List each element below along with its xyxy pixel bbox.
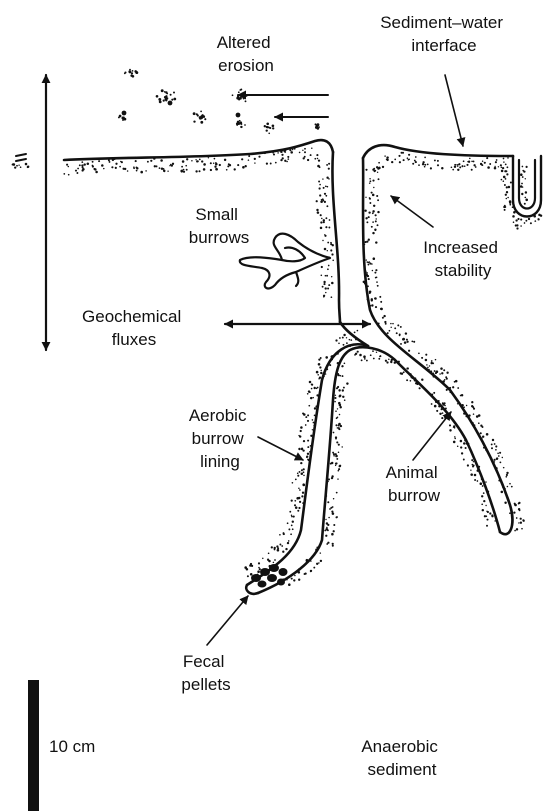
scale-label: 10 cm xyxy=(49,737,95,756)
small-burrows xyxy=(240,234,330,289)
fecal-pellets xyxy=(251,564,288,588)
shaft-left-wall xyxy=(332,152,340,322)
stability-leader-arrow xyxy=(391,196,433,227)
aerobic-burrow-lining-label: Aerobic burrow lining xyxy=(189,406,251,471)
interface-leader-arrow xyxy=(445,75,463,146)
anaerobic-sediment-label: Anaerobic sediment xyxy=(361,737,442,779)
pellet-chamber-end xyxy=(246,585,258,594)
geochemical-fluxes-label: Geochemical fluxes xyxy=(82,307,186,349)
increased-stability-label: Increased stability xyxy=(423,238,502,280)
pellets-leader-arrow xyxy=(207,596,248,645)
branch-outer-wall xyxy=(247,344,368,585)
animal-burrow-leader-arrow xyxy=(413,412,451,460)
animal-burrow-label: Animal burrow xyxy=(386,463,443,505)
scale-bar xyxy=(28,680,39,811)
fecal-pellets-label: Fecal pellets xyxy=(181,652,230,694)
erosion-particles xyxy=(118,69,320,134)
stipple-halo xyxy=(12,147,544,586)
lining-leader-arrow xyxy=(258,437,303,460)
small-burrows-label: Small burrows xyxy=(189,205,249,247)
surface-break-mark xyxy=(16,154,26,161)
altered-erosion-label: Altered erosion xyxy=(217,33,276,75)
sediment-water-interface-label: Sediment–water interface xyxy=(380,13,508,55)
branch-inner-wall xyxy=(258,347,500,593)
